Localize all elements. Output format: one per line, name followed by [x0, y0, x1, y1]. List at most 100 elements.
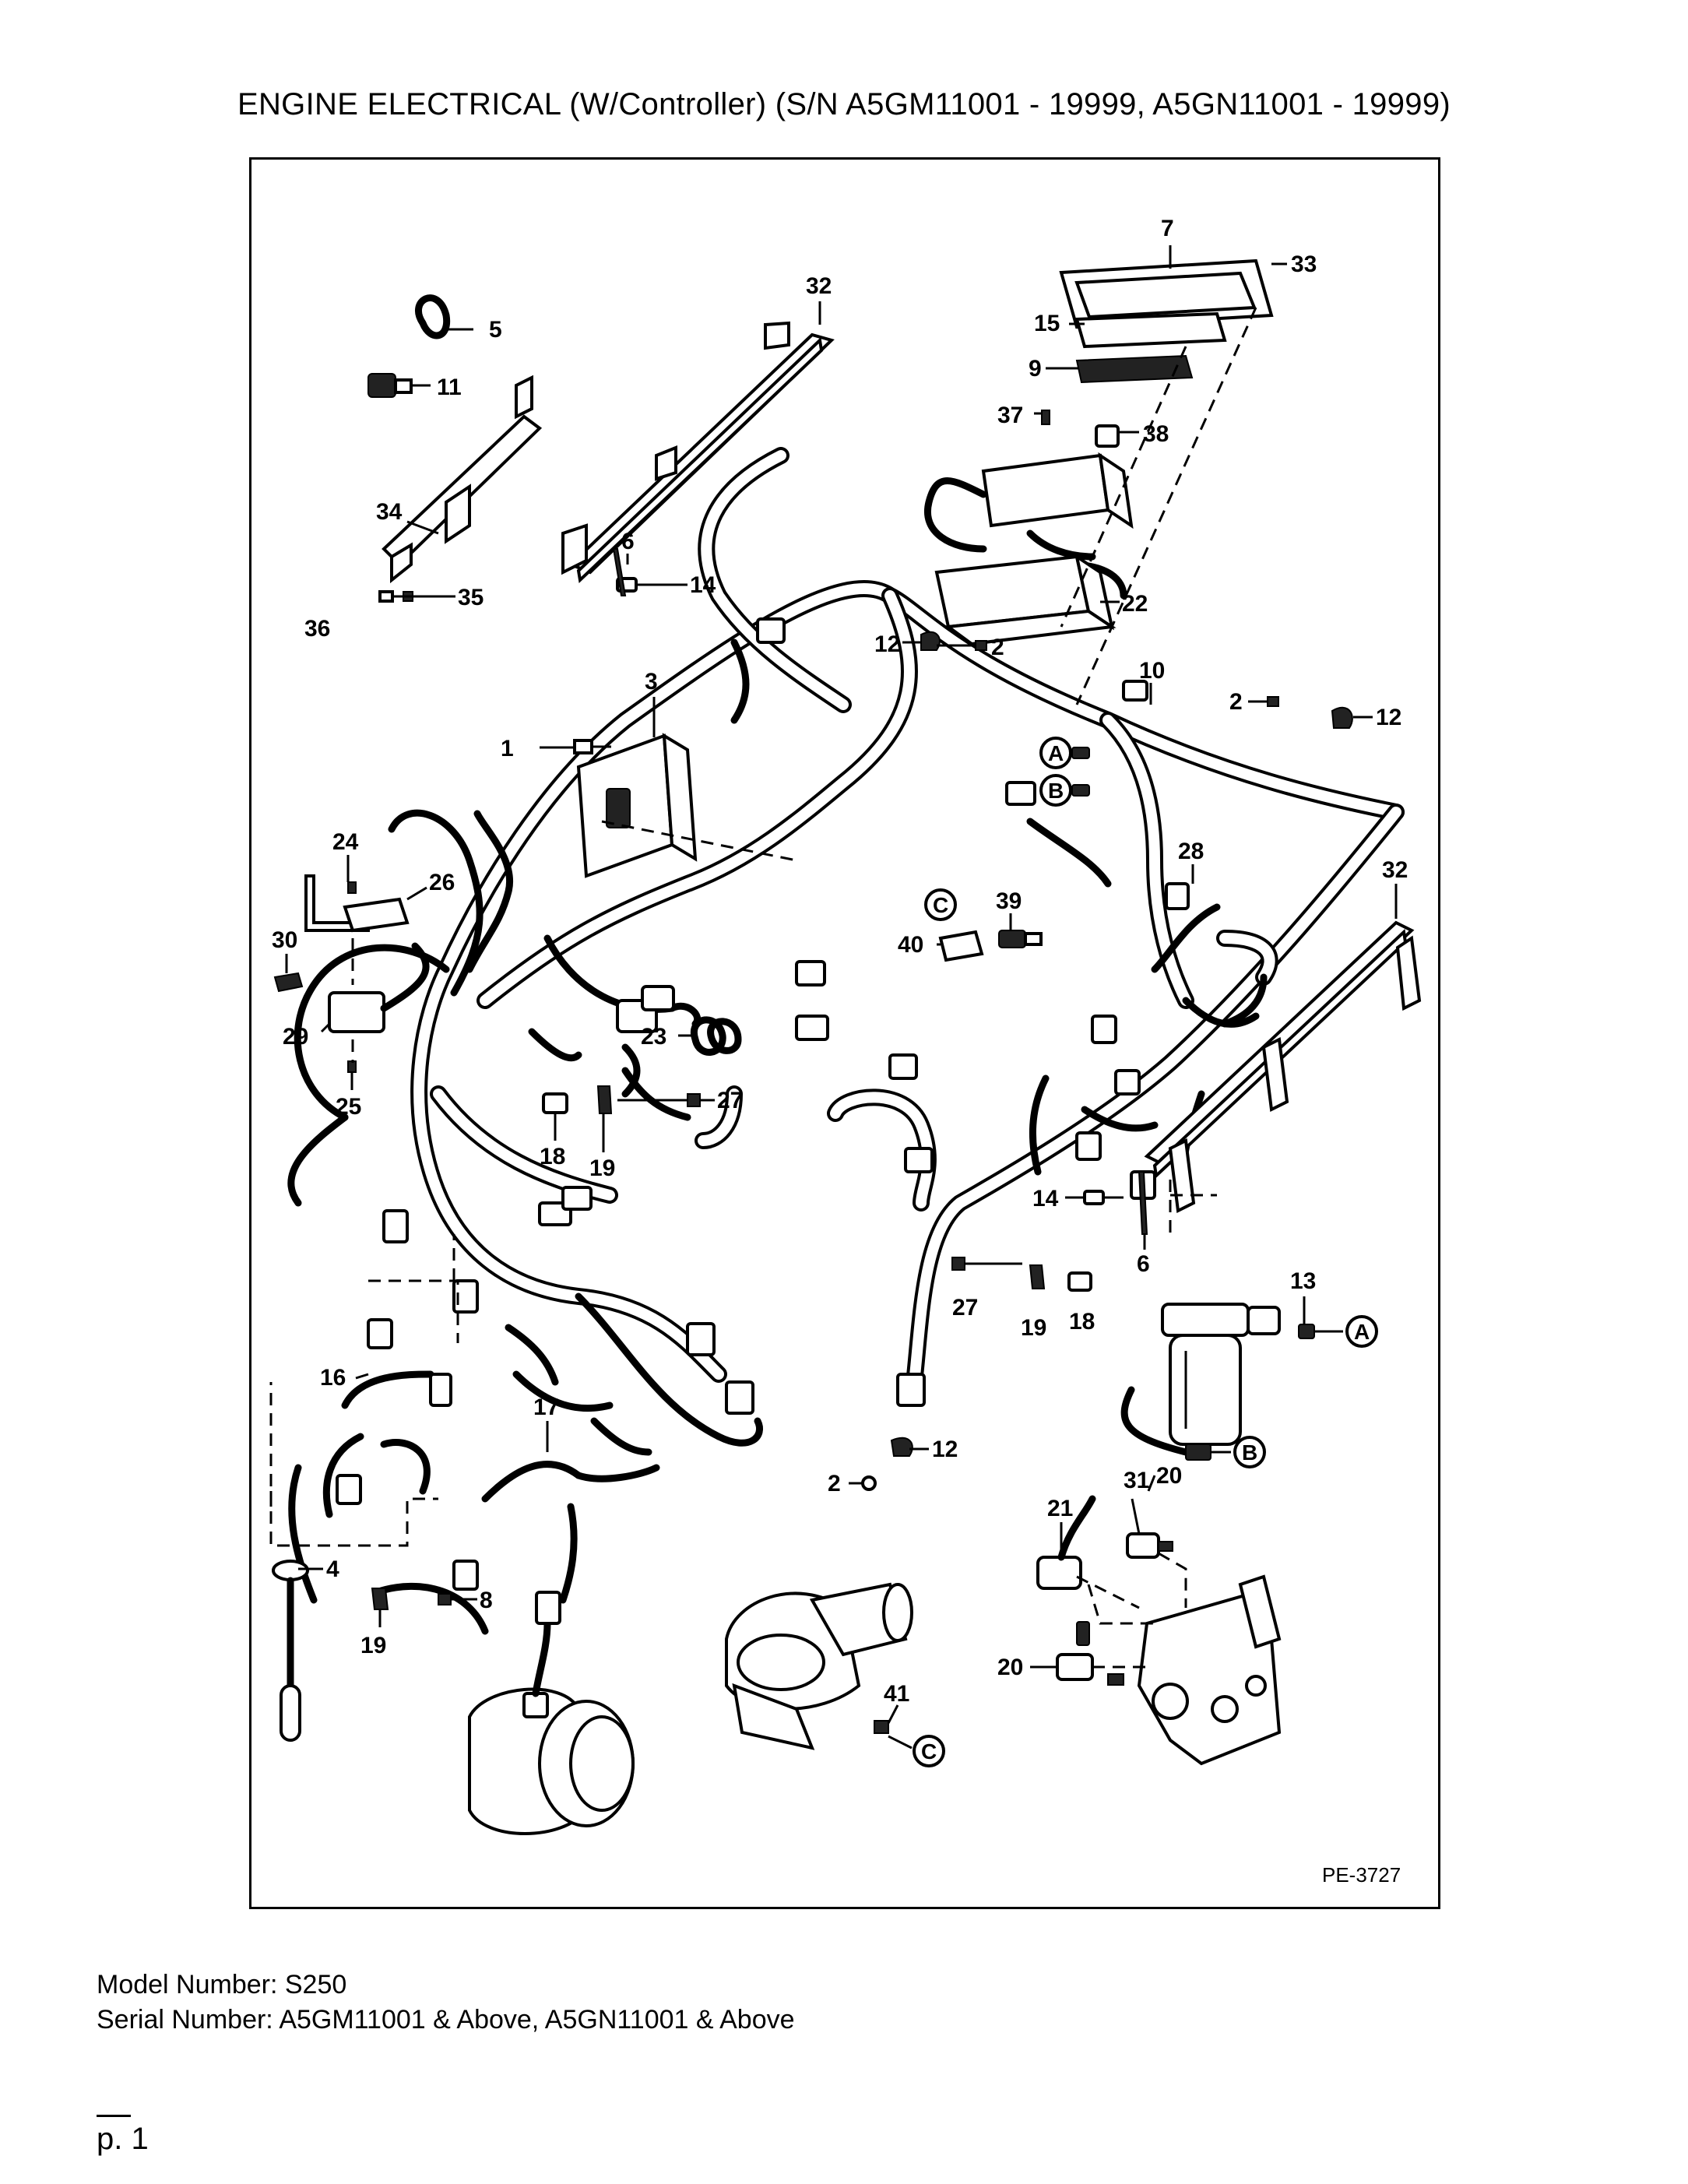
model-number: Model Number: S250: [97, 1970, 347, 1999]
solenoid-20-lower: [1056, 1621, 1094, 1681]
callout-40: 40: [898, 932, 923, 958]
callout-numbers: 5 11 34 35 36 32 7 33 15 9 37 38 22 6 14…: [272, 216, 1408, 1707]
fuel-filter-assembly: [1120, 1303, 1315, 1461]
callout-8: 8: [480, 1588, 493, 1613]
washer-30: [273, 972, 304, 993]
ref-c-upper: C: [933, 893, 948, 917]
fuse-block-9: [1075, 354, 1194, 384]
bolt-27-mid: [617, 1093, 701, 1107]
callout-19-mid: 19: [589, 1155, 615, 1181]
callout-3: 3: [645, 669, 658, 695]
callout-5: 5: [489, 317, 502, 343]
serial-number: Serial Number: A5GM11001 & Above, A5GN11…: [97, 2005, 795, 2035]
callout-38: 38: [1143, 421, 1169, 447]
controller-module: [924, 452, 1134, 553]
callout-2-top: 2: [991, 635, 1004, 660]
callout-13: 13: [1290, 1268, 1316, 1294]
relay-28: [1165, 882, 1190, 910]
harness-connectors: [336, 617, 1156, 1591]
bolt-14-top: [612, 548, 656, 596]
ref-c-lower: C: [921, 1739, 937, 1764]
callout-10: 10: [1139, 658, 1165, 684]
clamp-12-right: [1267, 696, 1353, 729]
callout-26: 26: [429, 870, 455, 895]
callout-21: 21: [1047, 1496, 1073, 1521]
callout-35: 35: [458, 585, 484, 610]
callout-32-right: 32: [1382, 857, 1408, 883]
controller-bracket-34: [382, 375, 543, 584]
leader-lines: [285, 245, 1398, 1750]
temp-sender-4: [272, 1560, 309, 1742]
ref-b-upper: B: [1048, 779, 1064, 803]
reference-markers: A B C A B C: [913, 737, 1378, 1767]
callout-36: 36: [304, 616, 330, 642]
callout-12-right: 12: [1376, 705, 1401, 730]
callout-7: 7: [1161, 216, 1174, 241]
callout-20-lower: 20: [997, 1655, 1023, 1680]
callout-34: 34: [376, 499, 403, 525]
parts-diagram: 5 11 34 35 36 32 7 33 15 9 37 38 22 6 14…: [249, 157, 1440, 1909]
callout-19-right: 19: [1021, 1315, 1046, 1341]
page-number: p. 1: [97, 2122, 149, 2156]
clamp-19-mid: [596, 1085, 613, 1114]
callout-27-right: 27: [952, 1295, 978, 1321]
clip-23: [690, 1016, 742, 1056]
callout-12-top: 12: [874, 631, 900, 657]
spacer-18-mid: [542, 1092, 568, 1114]
connector-11: [367, 373, 413, 398]
callout-14-top: 14: [690, 572, 716, 598]
module-3: [573, 733, 698, 878]
callout-31: 31: [1124, 1468, 1149, 1493]
connector-39: [998, 930, 1043, 948]
page-rule: [97, 2115, 131, 2117]
callout-15: 15: [1034, 311, 1060, 336]
mounting-rail-32-top: [561, 321, 835, 584]
relay-29: [328, 942, 430, 1033]
mounting-rail-32-right: [1144, 920, 1422, 1214]
ac-compressor: [468, 1591, 635, 1835]
callout-19-lower: 19: [360, 1633, 386, 1658]
callout-32-top: 32: [806, 273, 832, 299]
page-title: ENGINE ELECTRICAL (W/Controller) (S/N A5…: [237, 87, 1451, 121]
clamp-19-right: [1029, 1264, 1046, 1289]
callout-18-right: 18: [1069, 1309, 1095, 1335]
ref-a-upper: A: [1048, 741, 1064, 765]
controller-cover-7: [1059, 258, 1274, 329]
injection-pump: [1107, 1574, 1282, 1766]
callout-11: 11: [437, 375, 462, 400]
callout-33: 33: [1291, 251, 1317, 277]
callout-9: 9: [1029, 356, 1042, 382]
clamp-19-lower: [371, 1588, 452, 1610]
clamp-12-top: [920, 631, 987, 651]
bolt-27-right: [951, 1257, 1022, 1271]
ref-a-lower: A: [1354, 1320, 1370, 1344]
callout-17: 17: [533, 1394, 559, 1420]
callout-1: 1: [501, 736, 514, 761]
callout-37: 37: [997, 403, 1023, 428]
dashed-leaders: [269, 307, 1257, 1669]
solenoid-20-upper: [1126, 1532, 1173, 1559]
callout-12-lower: 12: [932, 1437, 958, 1462]
callout-22: 22: [1122, 591, 1148, 617]
drawing-id: PE-3727: [1322, 1863, 1401, 1887]
callout-23: 23: [641, 1024, 666, 1050]
callout-16: 16: [320, 1365, 346, 1391]
solenoid-21: [1036, 1495, 1096, 1590]
nut-41: [874, 1720, 889, 1734]
label-15: [1074, 311, 1227, 349]
callout-39: 39: [996, 888, 1022, 914]
callout-6-right: 6: [1137, 1251, 1150, 1277]
callout-2-right: 2: [1229, 689, 1243, 715]
relay-38: [1095, 424, 1120, 448]
diode-40: [938, 930, 984, 962]
callout-30: 30: [272, 927, 297, 953]
callout-6-top: 6: [621, 529, 635, 554]
callout-2-lower: 2: [828, 1471, 841, 1496]
callout-25: 25: [336, 1094, 361, 1120]
ref-b-lower: B: [1242, 1440, 1257, 1465]
callout-4: 4: [326, 1556, 339, 1582]
callout-20-upper: 20: [1156, 1463, 1182, 1489]
callout-28: 28: [1178, 839, 1204, 864]
fuse-37: [1041, 410, 1050, 425]
callout-27-mid: 27: [717, 1088, 743, 1113]
